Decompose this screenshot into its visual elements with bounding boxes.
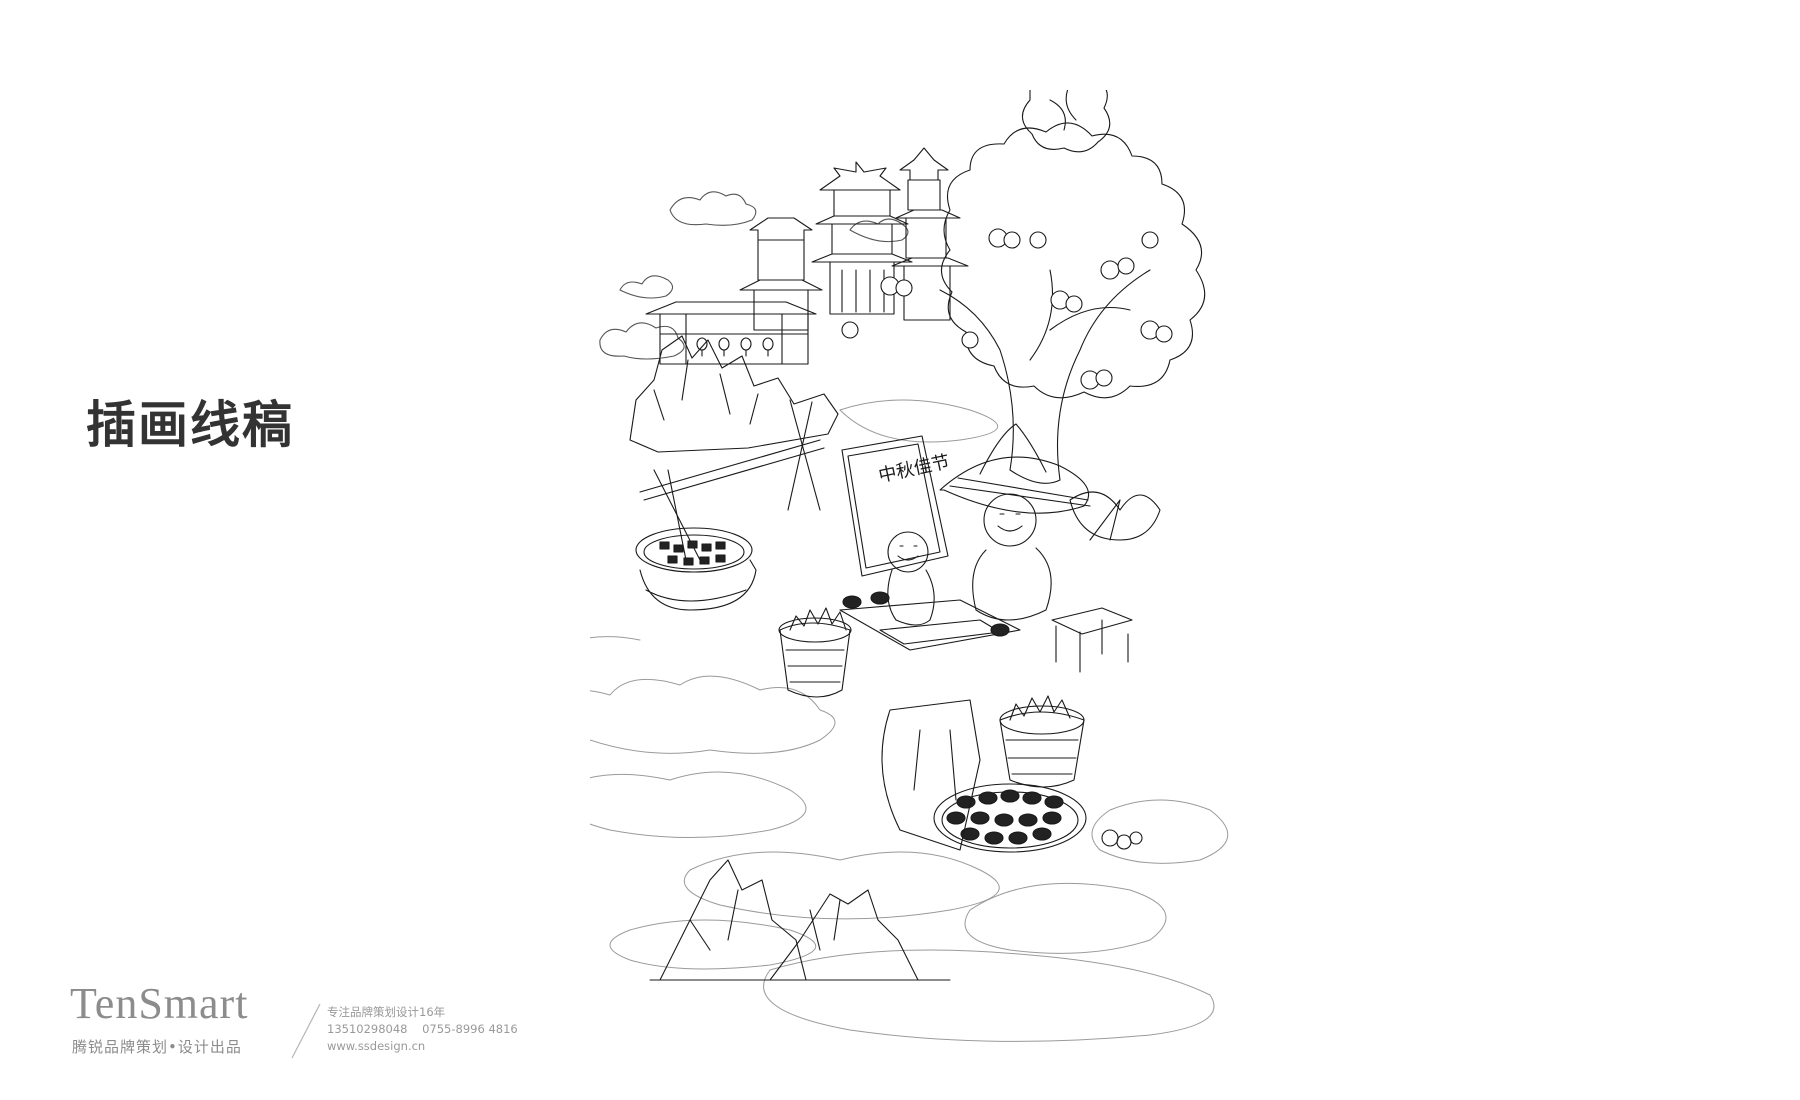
grill-basket-left: [635, 527, 757, 611]
ground-clouds: [590, 399, 1229, 1042]
crab-basket-center: [778, 607, 852, 698]
brand-chinese-name: 腾锐品牌策划•设计出品: [72, 1038, 242, 1056]
sky-clouds: [599, 191, 909, 360]
rock-cliff-left: [629, 335, 839, 453]
footer-website: www.ssdesign.cn: [327, 1039, 426, 1053]
wooden-stool: [1051, 607, 1133, 673]
footer-phone-mobile: 13510298048: [327, 1022, 408, 1036]
footer-tagline: 专注品牌策划设计16年: [327, 1005, 446, 1019]
leaf-pile: [1069, 491, 1161, 541]
persimmon-fruits: [841, 228, 1173, 390]
brand-wordmark: TenSmart: [70, 979, 249, 1028]
footer-phones: 13510298048 0755-8996 4816: [327, 1021, 518, 1038]
sign-text: 中秋佳节: [877, 451, 952, 487]
fruits-right: [1101, 829, 1143, 850]
temple-pavilion: [645, 147, 969, 365]
brand-logo: TenSmart 腾锐品牌策划•设计出品: [70, 982, 320, 1072]
rock-mountains-front: [649, 859, 951, 981]
sign-board: 中秋佳节: [841, 435, 952, 577]
footer-contact-info: 专注品牌策划设计16年 13510298048 0755-8996 4816 w…: [327, 1004, 518, 1055]
rock-center: [881, 699, 981, 851]
figures: [839, 423, 1091, 651]
footer-phone-landline: 0755-8996 4816: [422, 1022, 518, 1036]
bamboo-poles: [639, 399, 825, 561]
mid-autumn-line-illustration: 中秋佳节: [590, 90, 1229, 1042]
persimmon-tree: [841, 90, 1206, 484]
straw-hat: [939, 456, 1090, 514]
mooncake-tray: [933, 783, 1087, 853]
footer-divider-slash: [291, 1003, 321, 1059]
crab-basket-right: [999, 695, 1085, 788]
page-title: 插画线稿: [86, 395, 294, 454]
